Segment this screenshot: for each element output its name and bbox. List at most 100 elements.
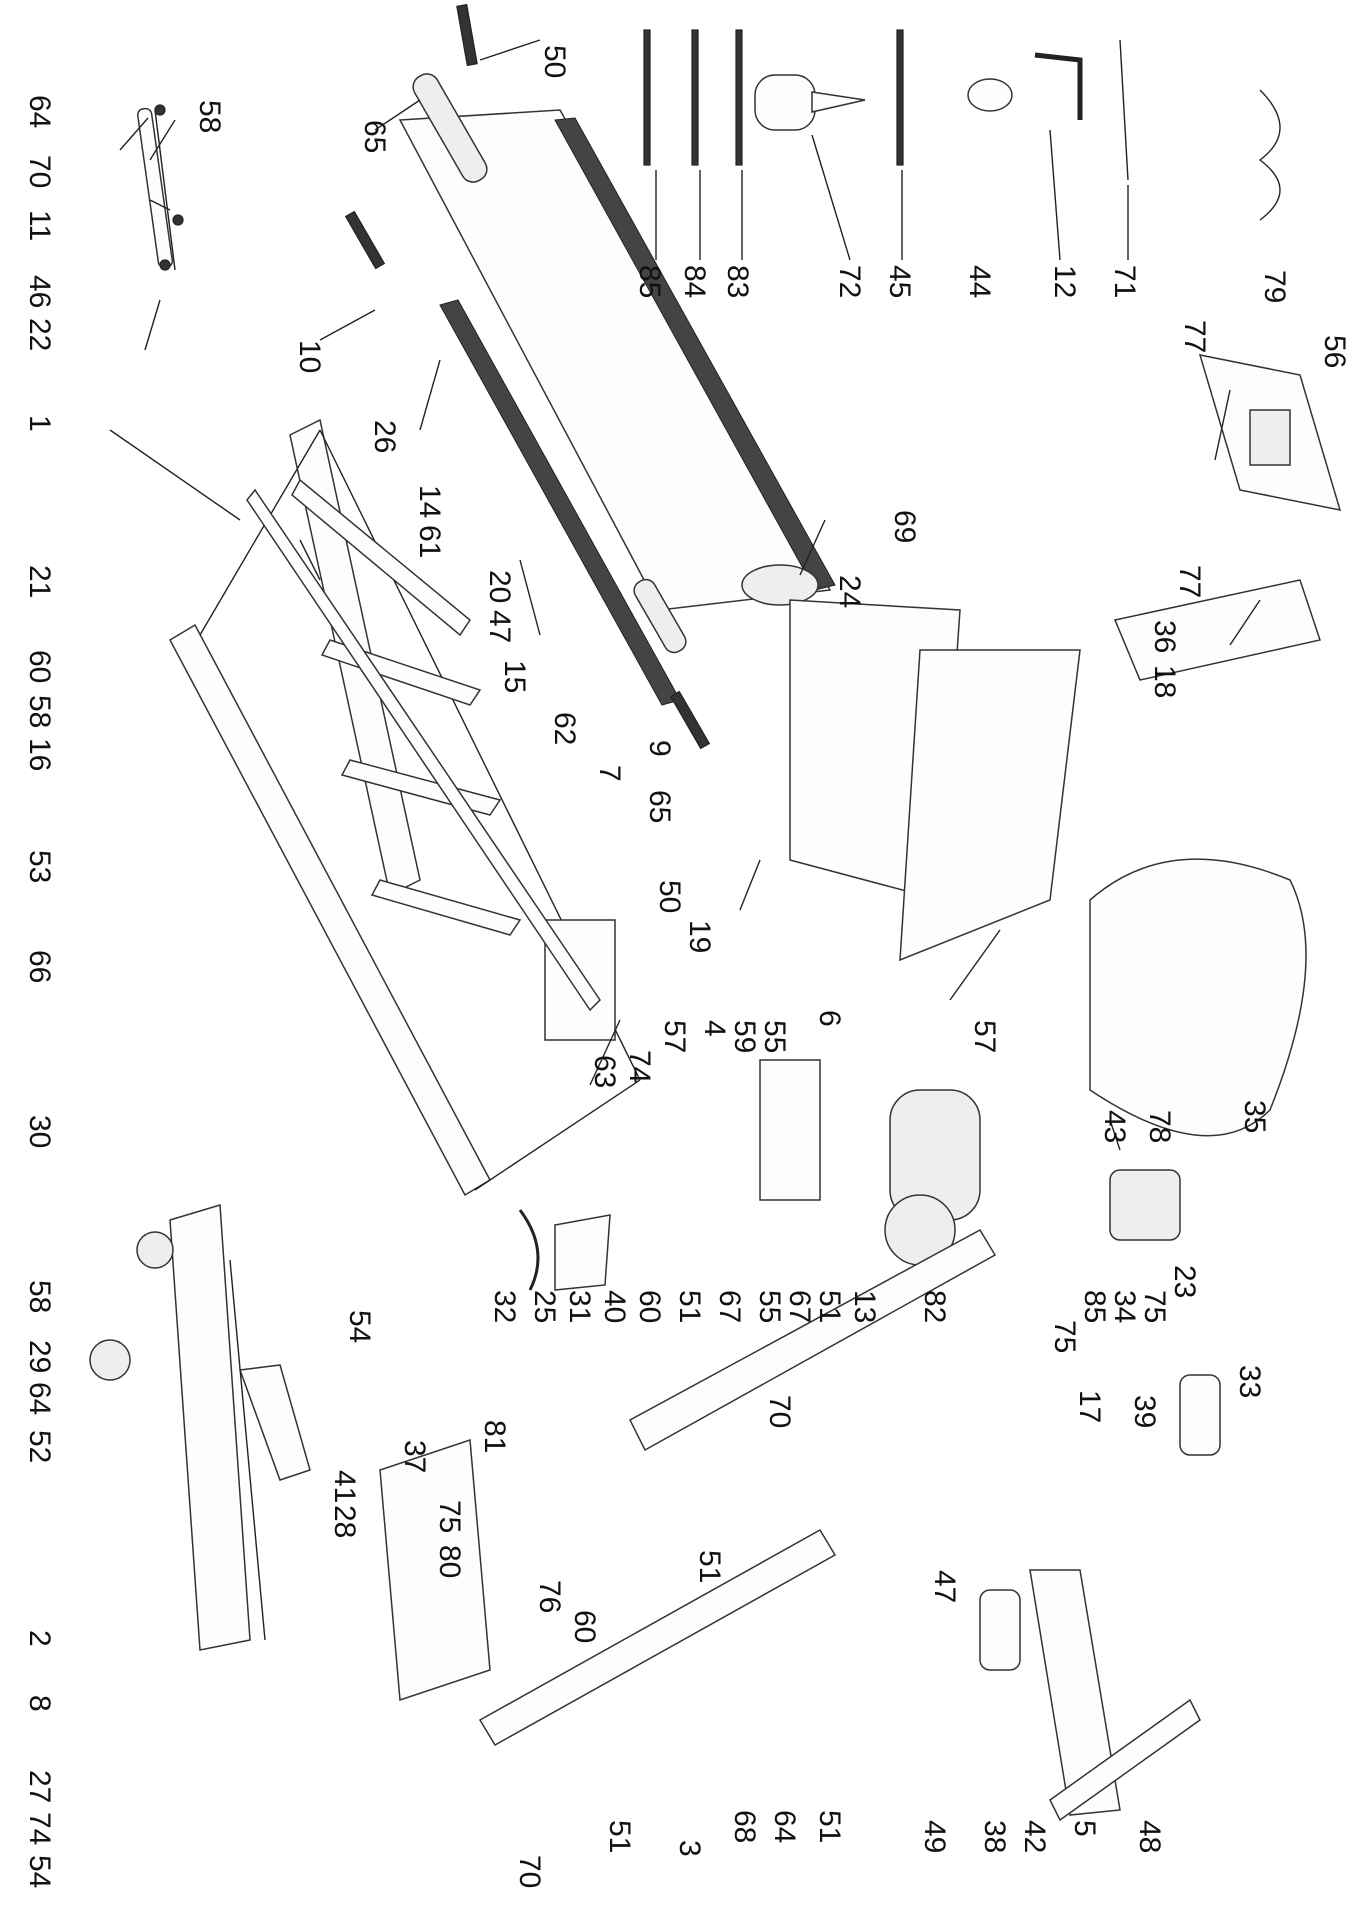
callout-23: 23 [1168, 1265, 1201, 1298]
callout-78: 78 [1143, 1110, 1176, 1143]
callout-51-motor: 51 [813, 1290, 846, 1323]
callout-65-mid: 65 [643, 790, 676, 823]
callout-42: 42 [1018, 1820, 1051, 1853]
callout-3: 3 [673, 1840, 706, 1857]
main-frame [169, 418, 641, 1197]
callout-36: 36 [1148, 620, 1181, 653]
callout-20: 20 [483, 570, 516, 603]
callout-58-topleft: 58 [193, 100, 226, 133]
callout-85-motor: 85 [1078, 1290, 1111, 1323]
callout-50-mid: 50 [653, 880, 686, 913]
callout-31: 31 [563, 1290, 596, 1323]
callout-54-bottom: 54 [23, 1855, 56, 1888]
callout-11: 11 [23, 210, 56, 241]
motor [759, 1059, 981, 1266]
callout-38: 38 [978, 1820, 1011, 1853]
callout-70-mid: 70 [763, 1395, 796, 1428]
callout-55-top: 55 [758, 1020, 791, 1053]
base-frame [89, 1204, 311, 1651]
callout-59: 59 [728, 1020, 761, 1053]
callout-47-top: 47 [483, 610, 516, 643]
callout-48: 48 [1133, 1820, 1166, 1853]
callout-65-top: 65 [358, 120, 391, 153]
callout-85-top: 85 [633, 265, 666, 298]
walking-deck [398, 109, 836, 706]
callout-34: 34 [1108, 1290, 1141, 1323]
callout-60-left: 60 [23, 650, 56, 683]
callout-71: 71 [1108, 265, 1141, 298]
callout-58-bottom: 58 [23, 1280, 56, 1313]
callout-12: 12 [1048, 265, 1081, 298]
callout-26: 26 [368, 420, 401, 453]
callout-43: 43 [1098, 1110, 1131, 1143]
rollers [344, 3, 711, 750]
callout-51-right: 51 [693, 1550, 726, 1583]
callout-7: 7 [593, 765, 626, 782]
callout-32: 32 [488, 1290, 521, 1323]
callout-10: 10 [293, 340, 326, 373]
motor-covers [789, 599, 1081, 962]
callout-35: 35 [1238, 1100, 1271, 1133]
callout-67-b: 67 [713, 1290, 746, 1323]
callout-62: 62 [548, 712, 581, 745]
callout-41: 41 [328, 1470, 361, 1503]
callout-19: 19 [683, 920, 716, 953]
callout-28: 28 [328, 1505, 361, 1538]
top-left-bolts [136, 104, 184, 271]
callout-80: 80 [433, 1545, 466, 1578]
callout-54-top: 54 [343, 1310, 376, 1343]
incline-bracket [379, 1438, 491, 1702]
leader-lines [109, 39, 1261, 1151]
callout-53: 53 [23, 850, 56, 883]
callout-18: 18 [1148, 665, 1181, 698]
callout-75-c: 75 [433, 1500, 466, 1533]
callout-51-lower: 51 [813, 1810, 846, 1843]
callout-39: 39 [1128, 1395, 1161, 1428]
callout-17: 17 [1073, 1390, 1106, 1423]
callout-55-mid: 55 [753, 1290, 786, 1323]
callouts: 50 65 64 70 11 58 46 22 10 85 84 83 72 4… [23, 45, 1351, 1888]
callout-40: 40 [598, 1290, 631, 1323]
callout-68: 68 [728, 1810, 761, 1843]
callout-63: 63 [588, 1055, 621, 1088]
console-assembly [1089, 354, 1342, 1137]
controller [518, 1209, 611, 1291]
callout-60-bottom: 60 [568, 1610, 601, 1643]
callout-47-bottom: 47 [928, 1570, 961, 1603]
callout-60-mid: 60 [633, 1290, 666, 1323]
callout-72: 72 [833, 265, 866, 298]
callout-81: 81 [478, 1420, 511, 1453]
callout-14: 14 [413, 485, 446, 518]
callout-6: 6 [813, 1010, 846, 1027]
callout-70-topleft: 70 [23, 155, 56, 188]
callout-61: 61 [413, 525, 446, 558]
callout-64-lower: 64 [768, 1810, 801, 1843]
callout-57-mid: 57 [658, 1020, 691, 1053]
callout-69: 69 [888, 510, 921, 543]
callout-9: 9 [643, 740, 676, 757]
callout-27: 27 [23, 1770, 56, 1803]
callout-57-right: 57 [968, 1020, 1001, 1053]
callout-51-bottom: 51 [603, 1820, 636, 1853]
accessories [754, 39, 1281, 221]
callout-58-left: 58 [23, 695, 56, 728]
callout-64-bottom: 64 [23, 1382, 56, 1415]
callout-24: 24 [833, 575, 866, 608]
cable-set [643, 29, 904, 166]
incline-motor [1109, 1169, 1181, 1241]
callout-64-topleft: 64 [23, 95, 56, 128]
callout-21: 21 [23, 565, 56, 598]
callout-51-mid: 51 [673, 1290, 706, 1323]
callout-76: 76 [533, 1580, 566, 1613]
callout-56: 56 [1318, 335, 1351, 368]
callout-52: 52 [23, 1430, 56, 1463]
callout-8: 8 [23, 1695, 56, 1712]
callout-4: 4 [698, 1020, 731, 1037]
callout-29: 29 [23, 1340, 56, 1373]
callout-5: 5 [1068, 1820, 1101, 1837]
handlebar-frame [979, 1374, 1221, 1822]
callout-30: 30 [23, 1115, 56, 1148]
callout-77-top: 77 [1178, 320, 1211, 353]
callout-83: 83 [721, 265, 754, 298]
